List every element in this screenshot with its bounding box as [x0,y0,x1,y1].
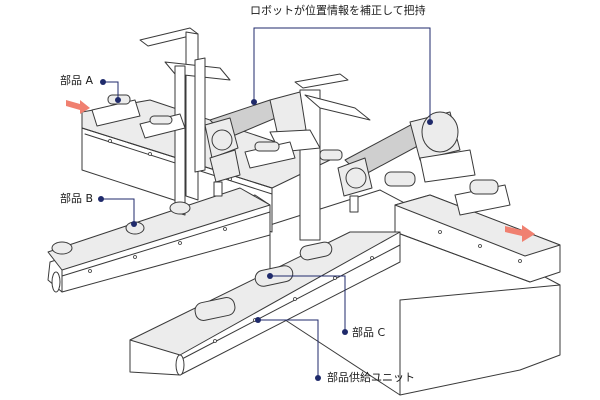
upper-line-piece [139,113,186,139]
robot-right [337,111,476,213]
upper-line-piece [244,141,296,169]
label-part-c: 部品 C [352,326,386,339]
label-robot-correction: ロボットが位置情報を補正して把持 [250,4,426,17]
feed-unit-conveyor [129,231,401,376]
upper-line-piece [319,149,343,161]
gantry-left [139,27,231,216]
parts-upper-line [91,94,343,169]
callout-part-a [100,79,121,103]
robot-left [204,91,321,197]
callout-robot [251,27,433,125]
callout-feed-unit [255,317,321,381]
parts-right-line [384,171,511,216]
callout-part-b [98,196,137,227]
parts-left-line [51,201,191,255]
output-flow-arrow [505,225,535,242]
conveyor-bolts-left [88,227,227,273]
conveyor-left-diagonal [47,187,271,293]
part-a-piece [91,94,141,127]
parts-front-line [194,241,333,321]
label-part-a: 部品 A [60,74,94,87]
input-flow-arrow [66,100,90,114]
label-part-b: 部品 B [60,192,94,205]
label-feed-unit: 部品供給ユニット [327,371,415,384]
conveyor-right [394,194,561,283]
callout-part-c [267,273,348,335]
